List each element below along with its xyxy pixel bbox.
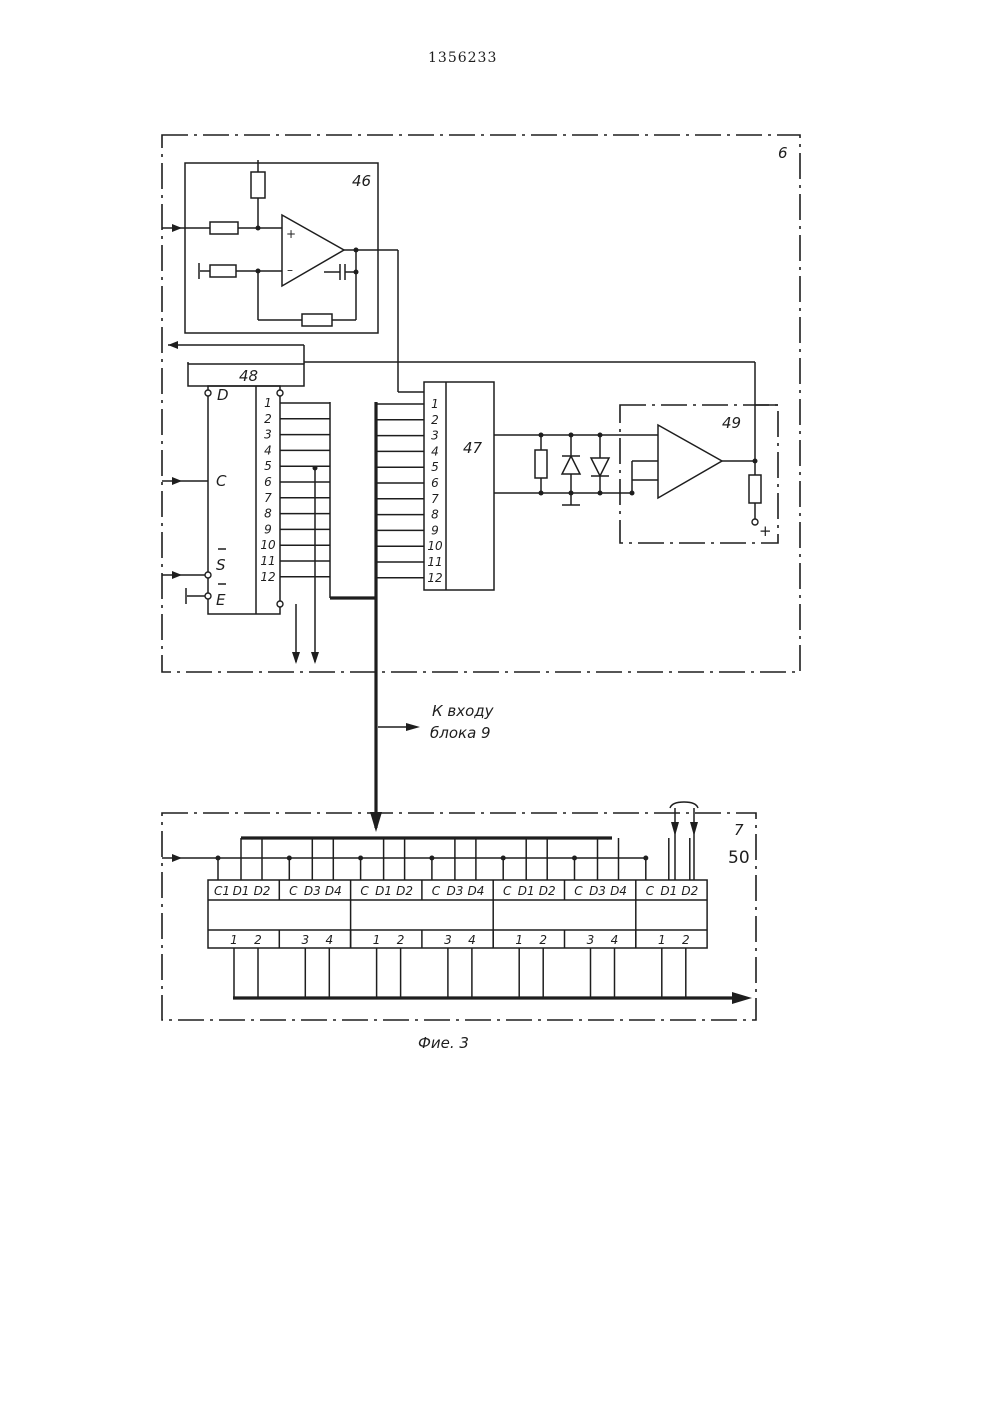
diode-network — [494, 433, 620, 506]
register-cell-3-output: 1 — [373, 933, 381, 947]
register-cell-5-input: D2 — [539, 884, 556, 898]
svg-text:–: – — [287, 263, 293, 277]
register-cell-4-output: 3 — [444, 933, 452, 947]
block-50-label: 50 — [728, 848, 750, 868]
register-cell-2-input: D3 — [304, 884, 321, 898]
register-cell-5-output: 2 — [539, 933, 547, 947]
bus-destination-annotation: К входу блока 9 — [378, 702, 495, 742]
block-48-output-ladder — [280, 403, 330, 577]
block-48-pin-4: 4 — [264, 443, 272, 457]
register-cell-1-input: D1 — [233, 884, 250, 898]
block-49-label: 49 — [722, 414, 741, 432]
block-7-label: 7 — [734, 821, 744, 839]
block-47-label: 47 — [463, 439, 483, 457]
block-48-input-s: S — [216, 556, 226, 574]
comparator-49-circuit: + — [620, 362, 778, 540]
register-cell-3-output: 2 — [397, 933, 405, 947]
block-7-output-bus — [233, 992, 752, 1004]
register-cell-6-output: 4 — [611, 933, 619, 947]
patent-number: 1356233 — [428, 50, 497, 66]
block-48-pin-1: 1 — [264, 396, 272, 410]
block-48: 48 D C S E — [162, 341, 755, 664]
register-cell-5-output: 1 — [515, 933, 523, 947]
block-47-pin-list: 123456789101112 — [427, 397, 443, 585]
register-cell-3-input: D2 — [396, 884, 413, 898]
register-50: C1D1D212CD3D434CD1D212CD3D434CD1D212CD3D… — [208, 880, 707, 948]
register-cell-2-output: 3 — [301, 933, 309, 947]
block-47-pin-1: 1 — [431, 397, 439, 411]
svg-text:+: + — [286, 227, 296, 241]
register-cell-2-input: C — [289, 884, 298, 898]
annotation-line-2: блока 9 — [430, 724, 491, 742]
block-48-pin-11: 11 — [260, 554, 275, 568]
block-48-pin-6: 6 — [264, 475, 272, 489]
block-48-pin-12: 12 — [260, 570, 275, 584]
block-47-pin-6: 6 — [431, 476, 439, 490]
register-cell-5-input: D1 — [518, 884, 535, 898]
block-48-pin-3: 3 — [264, 428, 272, 442]
register-cell-4-input: D4 — [467, 884, 484, 898]
main-data-bus — [330, 402, 382, 832]
register-cell-4-input: C — [432, 884, 441, 898]
block-48-label: 48 — [239, 367, 258, 385]
register-cell-7-output: 2 — [682, 933, 690, 947]
register-cell-1-output: 2 — [254, 933, 262, 947]
block-48-input-c: C — [216, 472, 227, 490]
register-cell-3-input: C — [360, 884, 369, 898]
register-cell-4-output: 4 — [468, 933, 476, 947]
figure-caption: Фие. 3 — [418, 1034, 469, 1052]
block-47-pin-5: 5 — [431, 460, 439, 474]
block-47-pin-2: 2 — [431, 413, 439, 427]
block-47-pin-4: 4 — [431, 444, 439, 458]
register-cell-4-input: D3 — [446, 884, 463, 898]
block-47-pin-7: 7 — [431, 492, 439, 506]
block-49-plus-terminal: + — [759, 522, 772, 540]
block-48-pin-10: 10 — [260, 538, 276, 552]
register-cell-6-input: C — [574, 884, 583, 898]
register-cell-2-input: D4 — [325, 884, 342, 898]
register-cell-7-input: C — [646, 884, 655, 898]
block-47-input-ladder — [376, 404, 424, 578]
register-cell-1-input: C1 — [214, 884, 230, 898]
block-48-pin-7: 7 — [264, 491, 272, 505]
register-cell-2-output: 4 — [325, 933, 333, 947]
register-cell-7-output: 1 — [658, 933, 666, 947]
amplifier-46-circuit: + – — [162, 160, 424, 392]
register-cell-5-input: C — [503, 884, 512, 898]
block-48-input-e: E — [216, 591, 226, 609]
block-48-pin-5: 5 — [264, 459, 272, 473]
block-48-input-d: D — [217, 386, 229, 404]
register-cell-1-output: 1 — [230, 933, 238, 947]
register-cell-7-input: D2 — [681, 884, 698, 898]
block-47-pin-9: 9 — [431, 523, 439, 537]
annotation-line-1: К входу — [432, 702, 495, 720]
register-cell-7-input: D1 — [660, 884, 677, 898]
block-48-pin-9: 9 — [264, 522, 272, 536]
block-47-pin-3: 3 — [431, 429, 439, 443]
block-48-pin-2: 2 — [264, 412, 272, 426]
register-cell-6-input: D3 — [589, 884, 606, 898]
block-47-pin-8: 8 — [431, 508, 439, 522]
register-cell-6-input: D4 — [610, 884, 627, 898]
block-7-frame — [162, 813, 756, 1020]
block-48-pin-list: 123456789101112 — [260, 396, 276, 584]
block-47-pin-12: 12 — [427, 571, 442, 585]
block-48-pin-8: 8 — [264, 507, 272, 521]
register-cell-1-input: D2 — [254, 884, 271, 898]
register-cell-3-input: D1 — [375, 884, 392, 898]
block-47-pin-10: 10 — [427, 539, 443, 553]
register-cell-6-output: 3 — [587, 933, 595, 947]
register-50-wiring — [216, 838, 690, 998]
block-6-label: 6 — [778, 144, 788, 162]
block-47-pin-11: 11 — [427, 555, 442, 569]
block-46-label: 46 — [352, 172, 371, 190]
